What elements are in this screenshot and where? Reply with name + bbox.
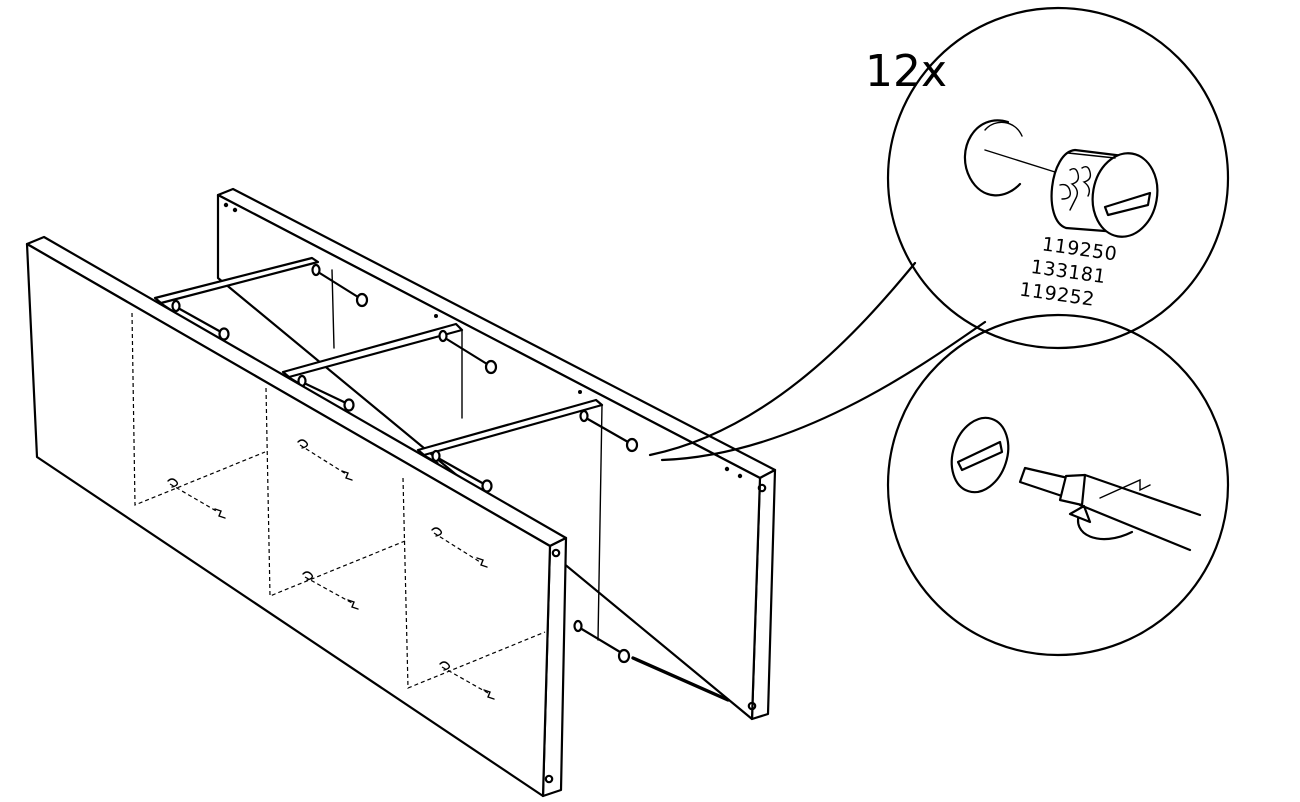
front-side-panel [25,235,568,798]
callout-tail [660,320,987,462]
cam-lock-fitting-icon [1050,148,1159,238]
rotate-arrow-icon [1068,504,1134,541]
cam-bolt [171,299,230,341]
cam-bolt [579,409,639,453]
zoom-circle-cam-lock [886,6,1230,350]
quantity-label: 12x [865,46,947,97]
cam-bolt [573,619,631,664]
zoom-circle-screwdriver [886,313,1230,657]
screwdriver-icon [1018,466,1202,552]
connector-line [631,656,730,702]
cam-bolt [438,329,498,375]
cam-bolts [171,263,639,664]
cam-hole [963,119,1022,197]
cam-bolt [431,449,493,493]
callout-tail [648,261,917,457]
hidden-shelf-outlines [131,312,546,700]
cam-lock-head [950,416,1010,494]
back-side-panel [216,187,777,721]
cam-bolt [311,263,369,308]
